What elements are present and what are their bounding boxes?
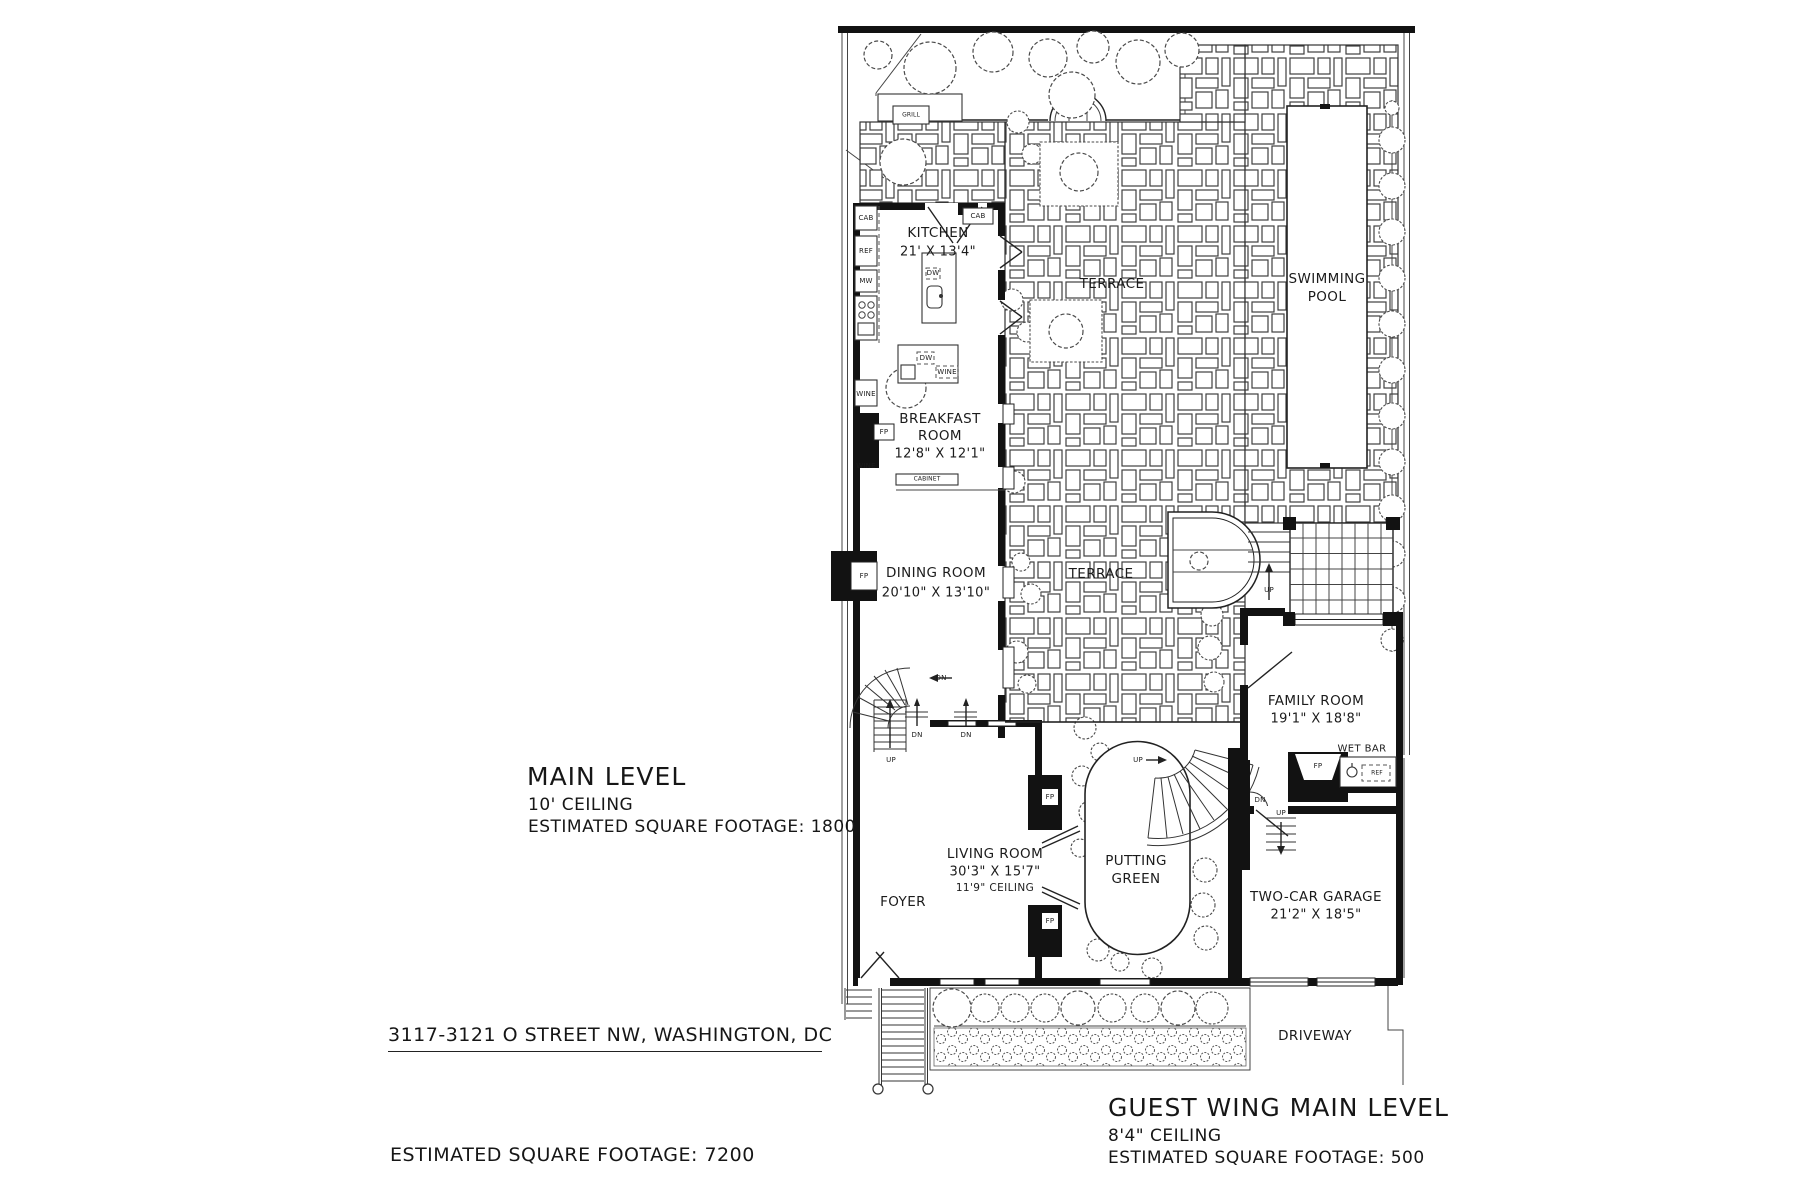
putting-green-shape xyxy=(1084,740,1191,956)
address-text: 3117-3121 O STREET NW, WASHINGTON, DC xyxy=(388,1024,833,1046)
front-garden-bed xyxy=(929,987,1251,1071)
terrace-lower-label: TERRACE xyxy=(1068,566,1134,582)
main-level-sqft: ESTIMATED SQUARE FOOTAGE: 1800 xyxy=(528,817,856,837)
property-boundary xyxy=(838,26,1415,1004)
dw-island-label: DW xyxy=(926,269,940,277)
kitchen-fixtures xyxy=(854,205,1005,491)
swimming-pool-label: SWIMMING xyxy=(1288,271,1366,287)
main-level-title: MAIN LEVEL xyxy=(527,762,687,791)
breakfast-room-dims: 12'8" X 12'1" xyxy=(894,446,986,462)
terrace-upper-label: TERRACE xyxy=(1079,276,1145,292)
swimming-pool-shape xyxy=(1286,104,1368,469)
fp-living-label: FP xyxy=(1045,793,1055,801)
swimming-pool-label2: POOL xyxy=(1307,289,1347,305)
dn-living-label: DN xyxy=(911,731,923,739)
cab-label: CAB xyxy=(858,214,874,222)
fp-dining-label: FP xyxy=(859,572,869,580)
driveway-label: DRIVEWAY xyxy=(1278,1028,1352,1044)
family-room-dims: 19'1" X 18'8" xyxy=(1270,711,1362,727)
family-room-label: FAMILY ROOM xyxy=(1267,693,1365,709)
dn-living-label-2: DN xyxy=(960,731,972,739)
breakfast-room-label2: ROOM xyxy=(918,428,962,444)
driveway-edge xyxy=(1387,758,1405,1085)
up-terrace-steps-label: UP xyxy=(1264,586,1274,594)
living-room-ceiling: 11'9" CEILING xyxy=(955,882,1035,894)
total-sqft-note: ESTIMATED SQUARE FOOTAGE: 7200 xyxy=(390,1144,755,1166)
mw-label: MW xyxy=(859,277,873,285)
dn-family-label: DN xyxy=(1254,796,1266,804)
garage-dims: 21'2" X 18'5" xyxy=(1270,907,1362,923)
up-garage-stair-label: UP xyxy=(1276,809,1286,817)
main-level-ceiling: 10' CEILING xyxy=(528,795,634,815)
dw-counter-label: DW xyxy=(919,354,933,362)
address-underline xyxy=(388,1051,822,1052)
kitchen-label: KITCHEN xyxy=(907,225,969,241)
cabinet-label: CABINET xyxy=(913,475,941,483)
breakfast-room-label: BREAKFAST xyxy=(899,411,981,427)
wine-breakfast-label: WINE xyxy=(856,462,876,470)
skylight-grid xyxy=(1248,517,1400,626)
ref-label: REF xyxy=(859,247,873,255)
ref-wetbar-label: REF xyxy=(1371,769,1383,777)
guest-wing-ceiling: 8'4" CEILING xyxy=(1108,1126,1222,1146)
guest-wing-sqft: ESTIMATED SQUARE FOOTAGE: 500 xyxy=(1108,1148,1425,1168)
fp-family-label: FP xyxy=(1313,762,1323,770)
fp-living-label-2: FP xyxy=(1045,917,1055,925)
dining-room-dims: 20'10" X 13'10" xyxy=(881,585,991,601)
grill-label: GRILL xyxy=(902,111,920,119)
wine-label: WINE xyxy=(856,390,876,398)
foyer-label: FOYER xyxy=(880,894,926,910)
guest-wing-walls xyxy=(1228,608,1403,987)
fountain-planter xyxy=(1167,511,1261,609)
kitchen-dims: 21' X 13'4" xyxy=(899,244,977,260)
dining-room-label: DINING ROOM xyxy=(886,565,986,581)
foyer-stairs xyxy=(849,667,977,752)
putting-green-label2: GREEN xyxy=(1111,871,1161,887)
front-entrance-steps xyxy=(844,988,934,1095)
dn-dining-label: DN xyxy=(935,674,947,682)
cab-label-2: CAB xyxy=(970,212,986,220)
up-foyer-label: UP xyxy=(886,756,896,764)
living-room-label: LIVING ROOM xyxy=(946,846,1044,862)
garage-label: TWO-CAR GARAGE xyxy=(1250,889,1382,905)
wine-counter-label: WINE xyxy=(937,368,957,376)
up-fan-stair-label: UP xyxy=(1133,756,1143,764)
fp-breakfast-label: FP xyxy=(879,428,889,436)
wet-bar-label: WET BAR xyxy=(1337,743,1387,755)
guest-wing-title: GUEST WING MAIN LEVEL xyxy=(1108,1093,1449,1122)
putting-green-label: PUTTING xyxy=(1105,853,1167,869)
living-room-dims: 30'3" X 15'7" xyxy=(949,864,1041,880)
